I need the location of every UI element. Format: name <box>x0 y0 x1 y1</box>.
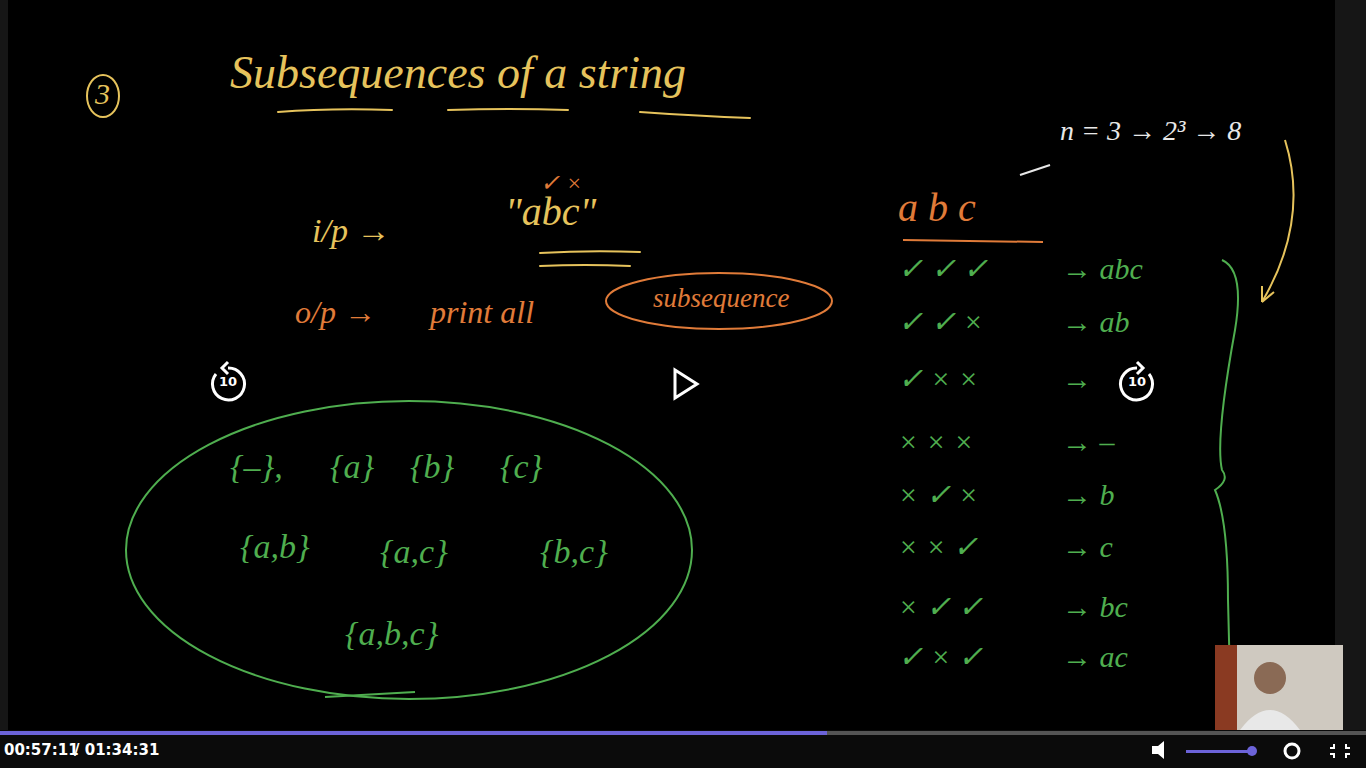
count-note: n = 3 → 2³ → 8 <box>1060 116 1241 147</box>
webcam-body <box>1240 710 1300 730</box>
choice-row: ✓ × ✓ <box>898 640 983 673</box>
column-header: a b c <box>898 186 976 230</box>
skip-seconds: 10 <box>219 375 237 389</box>
choice-row: × × ✓ <box>898 530 979 563</box>
outline-shape <box>606 273 832 329</box>
node-text: {a} <box>330 448 374 485</box>
output-label: o/p → <box>295 295 376 330</box>
curved-arrow <box>1262 140 1294 302</box>
volume-knob <box>1247 746 1257 756</box>
row-result: → – <box>1062 425 1115 458</box>
fullscreen-icon <box>1330 744 1350 758</box>
forward-icon <box>1137 362 1143 374</box>
webcam <box>1215 645 1343 730</box>
settings-icon <box>1285 744 1299 758</box>
rewind-icon <box>222 362 228 374</box>
input-label: i/p → <box>312 212 390 249</box>
time-total: / 01:34:31 <box>74 742 159 759</box>
choice-row: × ✓ × <box>898 478 979 511</box>
time-current: 00:57:11 <box>4 742 79 759</box>
volume-icon <box>1152 741 1164 759</box>
underline <box>278 109 392 112</box>
brace <box>1215 260 1238 680</box>
choice-row: × × × <box>898 425 974 458</box>
underline <box>903 240 1043 242</box>
row-result: → c <box>1062 530 1113 563</box>
webcam-chair <box>1215 645 1237 730</box>
pointer-arrow <box>1020 165 1050 175</box>
row-result: → ab <box>1062 305 1130 338</box>
title: Subsequences of a string <box>230 48 686 99</box>
underline <box>540 251 640 253</box>
progress-track <box>0 731 1366 735</box>
choice-row: ✓ × × <box>898 362 979 395</box>
row-result: → bc <box>1062 590 1128 623</box>
node-text: {a,b} <box>240 528 310 565</box>
node-text: {b} <box>410 448 454 485</box>
row-result: → b <box>1062 478 1115 511</box>
underline <box>448 109 568 110</box>
play-icon <box>675 370 697 398</box>
choice-row: ✓ ✓ ✓ <box>898 252 988 285</box>
outline-shape <box>126 401 692 699</box>
input-string: "abc" <box>505 190 596 234</box>
underline <box>540 265 630 266</box>
node-text: 3 <box>95 77 110 110</box>
outline-shape <box>87 75 119 117</box>
webcam-face <box>1254 662 1286 694</box>
skip-seconds: 10 <box>1128 375 1146 389</box>
underline <box>640 112 750 118</box>
node-text: {c} <box>500 448 542 485</box>
control-bar <box>0 730 1366 768</box>
choice-row: × ✓ ✓ <box>898 590 983 623</box>
choice-row: ✓ ✓ × <box>898 305 983 338</box>
node-text: {a,c} <box>380 533 448 570</box>
row-result: → ac <box>1062 640 1128 673</box>
board <box>8 0 1335 730</box>
arrow-head <box>1262 286 1274 302</box>
highlight-oval: subsequence <box>605 272 833 330</box>
underlines <box>278 109 750 266</box>
node-text: {b,c} <box>540 533 608 570</box>
row-result: → abc <box>1062 252 1143 285</box>
row-result: → <box>1062 362 1092 395</box>
node-text: {a,b,c} <box>345 615 438 652</box>
set-ellipse: {–}, {a} {b} {c} {a,b} {a,c} {b,c} {a,b,c} <box>125 400 693 700</box>
node-text: subsequence <box>653 284 789 314</box>
progress-fill <box>0 731 827 735</box>
volume-slider <box>1186 750 1252 753</box>
callout-circle: 3 <box>86 74 120 118</box>
node-text: {–}, <box>230 448 283 485</box>
output-text: print all <box>430 295 534 330</box>
